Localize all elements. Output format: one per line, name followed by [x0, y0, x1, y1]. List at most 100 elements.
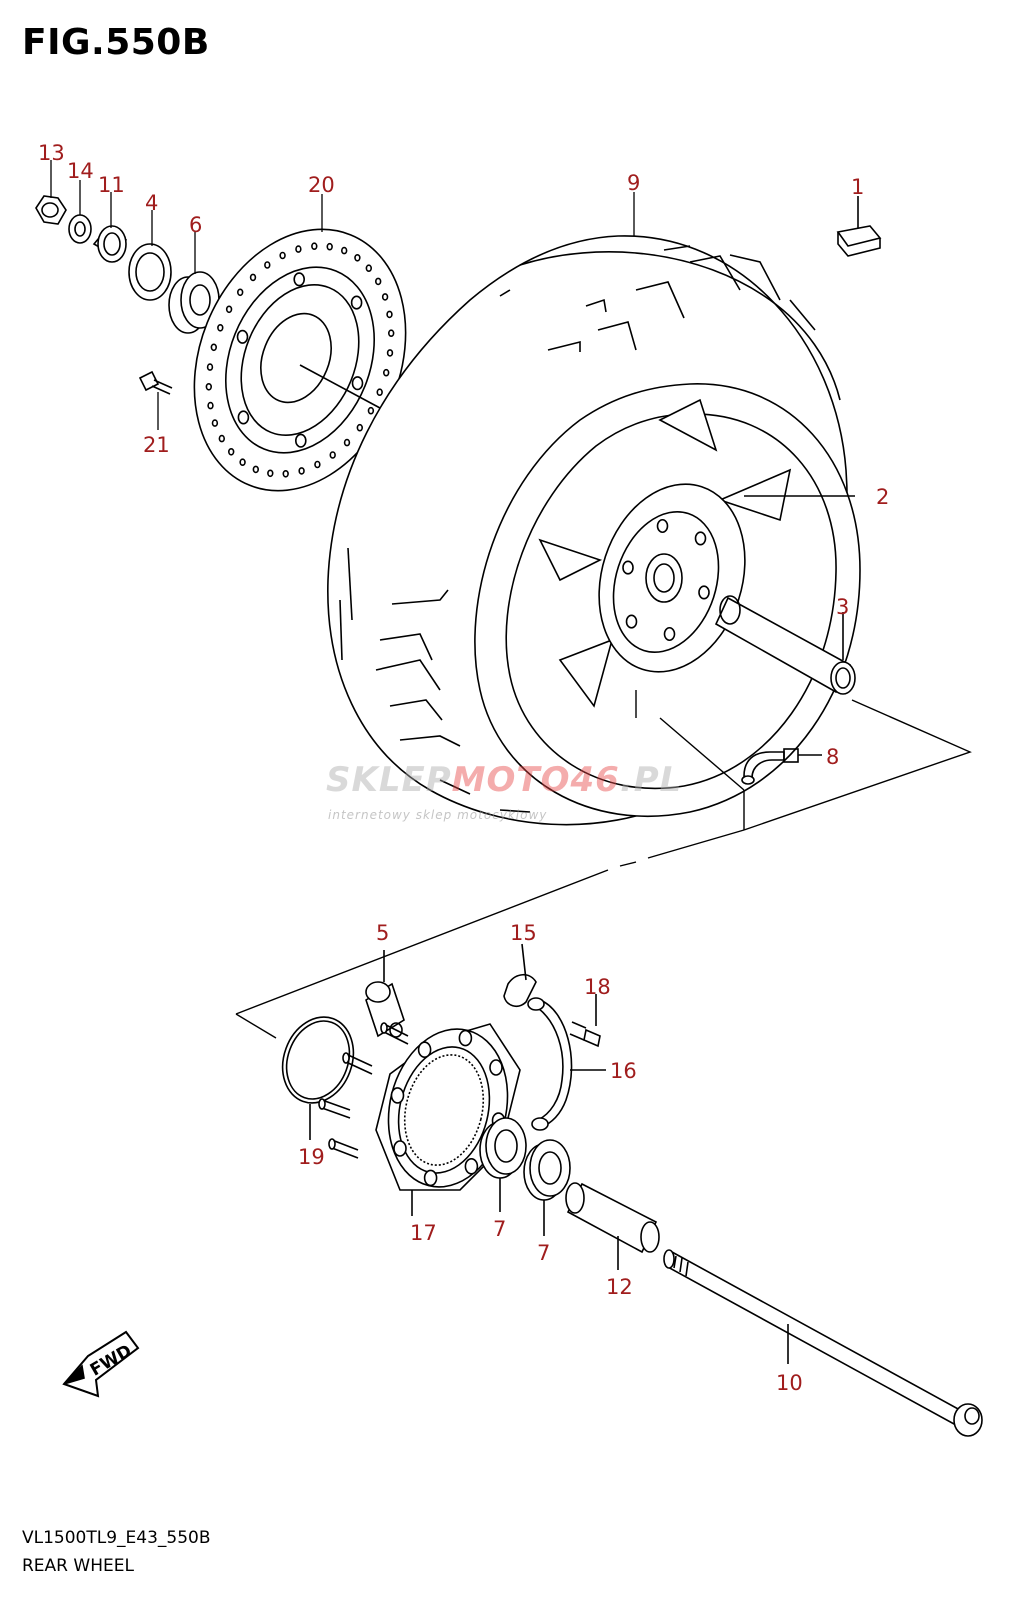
callout-16: 16 [610, 1059, 637, 1083]
flange-stud [345, 1053, 373, 1075]
disc-hole [264, 261, 271, 269]
disc-hole [367, 406, 375, 415]
disc-bolt [350, 295, 363, 310]
flange-nut [417, 1041, 432, 1058]
disc-hole [311, 242, 318, 250]
callout-19: 19 [298, 1145, 325, 1169]
callout-17: 17 [410, 1221, 437, 1245]
part-5-spacer [365, 950, 405, 1038]
part-20-brake-disc [193, 228, 407, 492]
disc-bolt [351, 376, 364, 391]
part-15-plate [503, 943, 537, 1008]
disc-hole [326, 242, 333, 251]
flange-stud-end [328, 1138, 336, 1150]
part-7-bearing-b [523, 1139, 571, 1236]
disc-hole [341, 246, 348, 255]
callout-11: 11 [98, 173, 125, 197]
disc-hole [228, 447, 235, 456]
hub-bolt-hole [663, 626, 676, 642]
flange-stud [331, 1139, 359, 1159]
callout-9: 9 [627, 171, 640, 195]
model-code: VL1500TL9_E43_550B [22, 1528, 211, 1548]
part-6-bearing [168, 271, 220, 334]
hub-bolt-hole [656, 518, 669, 534]
flange-nut [458, 1029, 473, 1047]
part-13-nut [35, 195, 67, 225]
disc-hole [239, 458, 246, 467]
callout-3: 3 [836, 595, 849, 619]
callout-18: 18 [584, 975, 611, 999]
disc-bolt [293, 272, 306, 287]
callout-4: 4 [145, 191, 158, 215]
disc-hole [217, 323, 224, 332]
assembly-lines [235, 690, 972, 1039]
part-3-spacer [714, 595, 856, 695]
disc-hole [237, 288, 244, 297]
part-18-screw [569, 994, 601, 1048]
disc-bolt [294, 433, 307, 448]
disc-hole [249, 273, 257, 282]
part-16-bracket [527, 997, 606, 1131]
watermark-brand: SKLEPMOTO46.PL [326, 760, 682, 800]
flange-stud [383, 1023, 409, 1045]
disc-hole [225, 305, 233, 314]
part-19-o-ring [281, 1016, 355, 1140]
callout-10: 10 [776, 1371, 803, 1395]
callout-20: 20 [308, 173, 335, 197]
callout-13: 13 [38, 141, 65, 165]
disc-bolt [237, 410, 250, 425]
flange-nut [489, 1059, 503, 1076]
disc-hole [386, 349, 394, 357]
callout-5: 5 [376, 921, 389, 945]
disc-bolt [236, 329, 249, 344]
figure-title: FIG.550B [22, 22, 210, 63]
part-2-rim [474, 383, 861, 817]
watermark-brand-start: SKLEP [326, 760, 452, 800]
disc-hole [279, 251, 286, 260]
disc-hole [207, 401, 214, 410]
flange-stud [321, 1099, 351, 1119]
flange-stud-end [318, 1098, 326, 1110]
disc-hole [314, 460, 321, 469]
disc-hole [356, 423, 363, 432]
disc-hole [383, 368, 390, 377]
disc-hole [343, 438, 351, 447]
flange-nut [464, 1158, 479, 1175]
hub-bolt-hole [698, 585, 710, 600]
callout-1: 1 [851, 175, 864, 199]
flange-nut [393, 1140, 407, 1157]
disc-hole [354, 253, 361, 262]
part-14-washer [68, 214, 92, 244]
hub-bolt-hole [625, 614, 638, 629]
callout-15: 15 [510, 921, 537, 945]
part-4-oil-seal [128, 243, 172, 301]
disc-hole [205, 382, 213, 391]
callout-labels: 1 2 3 4 5 6 7 7 8 9 10 11 12 13 14 15 16… [38, 141, 889, 1395]
disc-hole [329, 451, 336, 459]
disc-hole [381, 293, 389, 301]
flange-nut [390, 1087, 405, 1104]
callout-7b: 7 [537, 1241, 550, 1265]
part-10-axle [663, 1249, 983, 1437]
callout-2: 2 [876, 485, 889, 509]
disc-hole [376, 388, 383, 397]
disc-hole [388, 329, 395, 338]
disc-hole [386, 310, 393, 319]
disc-hole [211, 419, 219, 427]
fwd-arrow: FWD [62, 1330, 140, 1398]
disc-hole [375, 277, 382, 286]
callout-6: 6 [189, 213, 202, 237]
disc-hole [218, 434, 226, 443]
hub-bolt-hole [694, 531, 707, 546]
part-21-bolt [138, 370, 173, 395]
disc-hole [210, 343, 218, 352]
diagram-name: REAR WHEEL [22, 1556, 134, 1576]
part-7-bearing-a [479, 1117, 527, 1212]
flange-stud-end [380, 1022, 388, 1034]
disc-hole [267, 469, 274, 478]
disc-hole [298, 467, 305, 475]
callout-leaders [50, 160, 635, 430]
disc-hole [365, 264, 372, 273]
callout-8: 8 [826, 745, 839, 769]
